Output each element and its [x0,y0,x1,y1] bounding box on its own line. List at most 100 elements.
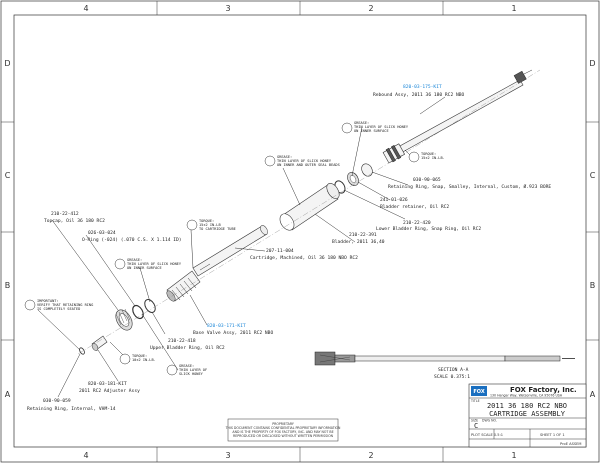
zone-row-c-left: C [5,171,11,180]
note-torque-cart-1: TORQUE: [199,219,214,223]
grease-inner-icon [114,258,126,270]
note-important-1: IMPORTANT: [37,299,59,303]
upper-bladder-ring-name: Upper Bladder Ring, Oil RC2 [150,345,225,351]
lower-bladder-ring-name: Lower Bladder Ring, Snap Ring, Oil RC2 [376,226,481,232]
smalley-ring-part [361,163,373,177]
proprietary-4: REPRODUCED OR DISCLOSED WITHOUT WRITTEN … [233,434,334,438]
note-grease-inner2-1: GREASE: [127,258,142,262]
proprietary-1: PROPRIETARY [272,422,294,426]
note-important-3: IS COMPLETELY SEATED [37,307,80,311]
zone-row-c-right: C [590,171,596,180]
ret-internal-number: 030-90-059 [43,398,71,404]
bladder-part [279,183,340,231]
title-block [468,383,587,448]
upper-bladder-ring-number: 210-22-418 [168,338,196,344]
dwg-no-label: DWG NO. [482,419,497,423]
proprietary-3: AND IS THE PROPERTY OF FOX FACTORY, INC.… [232,430,333,434]
zone-row-d-left: D [4,59,10,68]
title-label: TITLE [470,399,480,403]
note-grease-beads-1: GREASE: [277,155,292,159]
zone-row-a-right: A [590,390,596,399]
note-grease-oring-1: GREASE: [179,364,194,368]
topcap-part [115,308,133,331]
grease-beads-icon [264,155,276,167]
bladder-retainer-number: 241-01-026 [380,197,408,203]
company-address: 130 Hangar Way, Watsonville, CA 95076 US… [490,394,563,398]
zone-col-2-bottom: 2 [368,451,373,460]
proprietary-box [227,418,339,442]
zone-row-d-right: D [589,59,595,68]
note-torque-reb-1: TORQUE: [421,152,436,156]
smalley-ring-number: 030-90-065 [413,177,441,183]
note-grease-beads-3: ON INNER AND OUTER SEAL BEADS [277,163,340,167]
rebound-part-name: Rebound Assy, 2011 36 180 RC2 NBO [373,92,465,98]
smalley-ring-name: Retaining Ring, Snap, Smalley, Internal,… [388,183,551,190]
note-grease-oring-2: THIN LAYER OF [179,368,207,372]
torque-icon [408,151,420,163]
note-grease-inner2-2: THIN LAYER OF SLICK HONEY [127,262,182,266]
note-grease-inner2-3: ON INNER SURFACE [127,266,162,270]
section-title: SECTION A-A [438,367,469,373]
leader-lines [37,96,446,398]
grease-icon [341,122,353,134]
adjuster-part [91,335,108,351]
note-grease-beads-2: THIN LAYER OF SLICK HONEY [277,159,332,163]
lower-bladder-ring-number: 210-22-420 [403,220,431,226]
bladder-name: Bladder, 2011 36,40 [332,239,385,245]
file-label: ProE ASSEM [560,442,582,446]
rebound-part-number: 820-03-175-KIT [403,84,442,90]
cartridge-name: Cartridge, Machined, Oil 36 180 NBO RC2 [250,255,358,261]
note-grease-inner-1: GREASE: [354,121,369,125]
zone-row-b-right: B [590,281,596,290]
zone-row-b-left: B [5,281,11,290]
internal-retaining-ring-part [79,347,85,355]
section-scale: SCALE 0.375:1 [434,374,470,380]
upper-bladder-ring-part [144,299,156,313]
drawing-title-1: 2011 36 180 RC2 NBO [487,402,567,410]
note-torque-cart-3: TO CARTRIDGE TUBE [199,227,236,231]
drawing-title-2: CARTRIDGE ASSEMBLY [489,410,566,418]
note-grease-inner-2: THIN LAYER OF SLICK HONEY [354,125,409,129]
torque-adjuster-icon [119,353,131,365]
oring-name: O-Ring (-024) (.070 C.S. X 1.114 ID) [82,237,182,243]
fox-logo-text: FOX [473,389,484,395]
note-torque-reb-2: 15±2 IN-LB. [421,156,445,160]
ret-internal-name: Retaining Ring, Internal, VHM-14 [27,406,116,412]
grease-oring-icon [166,364,178,376]
oring-number: 026-03-024 [88,230,116,236]
sheet-number: SHEET 1 OF 1 [540,433,565,437]
torque-cartridge-icon [186,219,198,231]
o-ring-part [132,304,144,320]
base-valve-name: Base Valve Assy, 2011 RC2 NBO [193,330,273,336]
rebound-assembly-part [382,69,533,164]
section-view [314,351,575,366]
base-valve-number: 820-03-171-KIT [207,323,246,329]
note-torque-cart-2: 15±2 IN-LB [199,223,221,227]
zone-col-1-top: 1 [511,4,516,13]
base-valve-part [166,270,201,302]
note-grease-oring-3: SLICK HONEY [179,372,204,376]
adjuster-name: 2011 RC2 Adjuster Assy [79,388,140,394]
cartridge-tube-part [192,225,268,277]
sheet-size: C [474,422,478,430]
zone-col-3-top: 3 [225,4,230,13]
zone-col-2-top: 2 [368,4,373,13]
bladder-retainer-name: Bladder retainer, Oil RC2 [380,204,449,210]
note-torque-adj-2: 10±2 IN-LB. [132,358,156,362]
fox-logo [471,386,487,396]
company-name: FOX Factory, Inc. [510,386,577,394]
bladder-number: 210-22-391 [349,232,377,238]
zone-col-4-bottom: 4 [83,451,88,460]
proprietary-2: THIS DOCUMENT CONTAINS CONFIDENTIAL PROP… [225,426,341,430]
size-label: SIZE [471,419,478,423]
topcap-name: Topcap, Oil 36 180 RC2 [44,218,105,224]
explode-centerline [77,69,541,355]
zone-row-a-left: A [5,390,11,399]
topcap-number: 210-22-412 [51,211,79,217]
note-grease-inner-3: ON INNER SURFACE [354,129,389,133]
important-icon [24,299,36,311]
zone-col-1-bottom: 1 [511,451,516,460]
note-torque-adj-1: TORQUE: [132,354,147,358]
